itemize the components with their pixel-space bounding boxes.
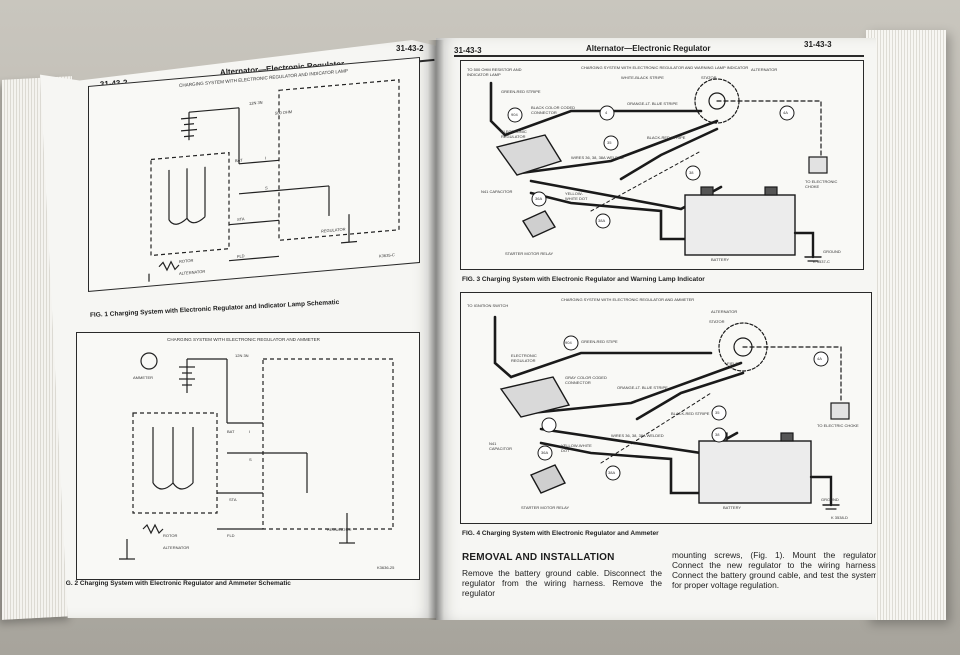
fig2-resistor-label: 12N 3N	[235, 353, 249, 358]
right-page-stack	[866, 30, 946, 620]
fig4-callout-904: 904	[565, 340, 572, 345]
fig2-schematic	[119, 352, 394, 560]
fig4-elec-reg-label: ELECTRONIC REGULATOR	[511, 353, 537, 363]
fig3-callout-36a: 36A	[535, 196, 543, 201]
fig4-yellow-label: YELLOW-WHITE DOT	[561, 443, 592, 453]
fig3-ground-label: GROUND	[823, 249, 841, 254]
fig2-bat-label: BAT	[227, 429, 235, 434]
left-header-page-number-right: 31-43-2	[396, 44, 424, 53]
right-page: 31-43-3 Alternator—Electronic Regulator …	[436, 38, 876, 620]
fig3-relay-label: STARTER MOTOR RELAY	[505, 251, 554, 256]
fig3-black-coded-label: BLACK COLOR CODED CONNECTOR	[531, 105, 576, 115]
fig4-green-red-label: GREEN-RED STIPE	[581, 339, 618, 344]
fig2-i-label: I	[249, 429, 251, 434]
fig3-illustration	[489, 78, 828, 262]
fig3-choke-label: TO ELECTRONIC CHOKE	[805, 179, 838, 189]
fig4-stator-label: STATOR	[709, 319, 725, 324]
fig3-callout-4a: 4A	[783, 110, 788, 115]
fig4-caption: FIG. 4 Charging System with Electronic R…	[462, 530, 659, 537]
fig4-choke-label: TO ELECTRIC CHOKE	[817, 423, 859, 428]
fig3-capacitor-label: N41 CAPACITOR	[481, 189, 513, 194]
right-page-number-left: 31-43-3	[454, 46, 482, 55]
fig4-ground-label: GROUND	[821, 497, 839, 502]
fig2-fld-label: FLD	[227, 533, 235, 538]
fig2-ammeter-label: AMMETER	[133, 375, 153, 380]
fig3-white-black-label: WHITE-BLACK STRIPE	[621, 75, 664, 80]
fig1-sta-label: STA	[237, 216, 245, 222]
removal-text-col1: Remove the battery ground cable. Disconn…	[462, 568, 662, 598]
fig4-black-red-label: BLACK-RED STRIPE	[671, 411, 710, 416]
removal-text-col2: mounting screws, (Fig. 1). Mount the reg…	[672, 550, 876, 590]
fig2-code: K3636-25	[377, 565, 395, 570]
fig3-black-red-label: BLACK-RED STRIPE	[647, 135, 686, 140]
section-title: REMOVAL AND INSTALLATION	[462, 552, 615, 563]
fig1-i-label: I	[265, 155, 267, 161]
fig1-s-label: S	[265, 185, 268, 191]
fig4-gray-label: GRAY COLOR CODED CONNECTOR	[565, 375, 607, 385]
fig4-field-label: FIELD	[727, 361, 739, 366]
fig3-green-red-label: GREEN-RED STRIPE	[501, 89, 541, 94]
fig1-frame: CHARGING SYSTEM WITH ELECTRONIC REGULATO…	[88, 56, 420, 292]
fig3-ohm-resistor-label: TO 500 OHM RESISTOR AND INDICATOR LAMP	[467, 67, 522, 77]
right-page-number-right: 31-43-3	[804, 40, 832, 49]
fig3-caption: FIG. 3 Charging System with Electronic R…	[462, 276, 705, 283]
fig3-callout-38a: 38A	[598, 218, 606, 223]
fig2-rotor-label: ROTOR	[163, 533, 178, 538]
fig1-fld-label: FLD	[237, 253, 245, 259]
right-header-title: Alternator—Electronic Regulator	[586, 44, 711, 53]
fig3-title: CHARGING SYSTEM WITH ELECTRONIC REGULATO…	[581, 65, 749, 70]
fig4-callout-4a: 4A	[817, 356, 822, 361]
fig1-caption: FIG. 1 Charging System with Electronic R…	[89, 298, 340, 319]
fig4-capacitor-label: N41 CAPACITOR	[489, 441, 512, 451]
fig2-sta-label: STA	[229, 497, 237, 502]
fig4-callout-38: 38	[715, 432, 720, 437]
fig4-code: K 3538-D	[831, 515, 848, 520]
fig3-frame: CHARGING SYSTEM WITH ELECTRONIC REGULATO…	[460, 60, 864, 270]
fig3-stator-label: STATOR	[701, 75, 717, 80]
fig3-callout-38: 38	[689, 170, 694, 175]
fig3-yellow-label: YELLOW-WHITE DOT	[565, 191, 588, 201]
fig3-callout-35: 35	[607, 140, 612, 145]
fig3-battery-label: BATTERY	[711, 257, 730, 262]
fig4-callout-38a: 38A	[608, 470, 616, 475]
fig2-alternator-label: ALTERNATOR	[163, 545, 190, 550]
fig3-wires-label: WIRES 36, 38, 38A WELDED	[571, 155, 624, 160]
fig3-callout-4: 4	[605, 110, 608, 115]
fig3-code: K 3537-C	[813, 259, 830, 264]
fig4-ignition-label: TO IGNITION SWITCH	[467, 303, 509, 308]
fig3-elec-reg-label: ELECTRONIC REGULATOR	[501, 129, 527, 139]
fig4-relay-label: STARTER MOTOR RELAY	[521, 505, 570, 510]
fig4-callout-35: 35	[715, 410, 720, 415]
fig4-alternator-label: ALTERNATOR	[711, 309, 738, 314]
fig3-alternator-label: ALTERNATOR	[751, 67, 778, 72]
left-page: 31-43-2 Alternator—Electronic Regulator …	[40, 40, 436, 618]
book-gutter-shadow	[428, 40, 444, 620]
fig3-callout-904: 904	[511, 112, 518, 117]
fig4-callout-36a: 36A	[541, 450, 549, 455]
fig2-title: CHARGING SYSTEM WITH ELECTRONIC REGULATO…	[167, 337, 320, 342]
fig2-frame: CHARGING SYSTEM WITH ELECTRONIC REGULATO…	[76, 332, 420, 580]
fig4-title: CHARGING SYSTEM WITH ELECTRONIC REGULATO…	[561, 297, 695, 302]
fig4-battery-label: BATTERY	[723, 505, 742, 510]
fig1-schematic	[148, 79, 400, 282]
fig3-orange-label: ORANGE-LT. BLUE STRIPE	[627, 101, 678, 106]
fig2-caption: FIG. 2 Charging System with Electronic R…	[60, 580, 291, 587]
fig4-illustration	[493, 315, 850, 510]
fig2-regulator-label: REGULATOR	[327, 527, 352, 532]
fig2-s-label: S	[249, 457, 252, 462]
fig4-frame: CHARGING SYSTEM WITH ELECTRONIC REGULATO…	[460, 292, 872, 524]
fig4-orange-label: ORANGE-LT. BLUE STRIPE	[617, 385, 668, 390]
right-header-rule	[454, 55, 864, 57]
fig4-wires-label: WIRES 36, 38, 38A WELDED	[611, 433, 664, 438]
fig1-bat-label: BAT	[235, 157, 243, 164]
